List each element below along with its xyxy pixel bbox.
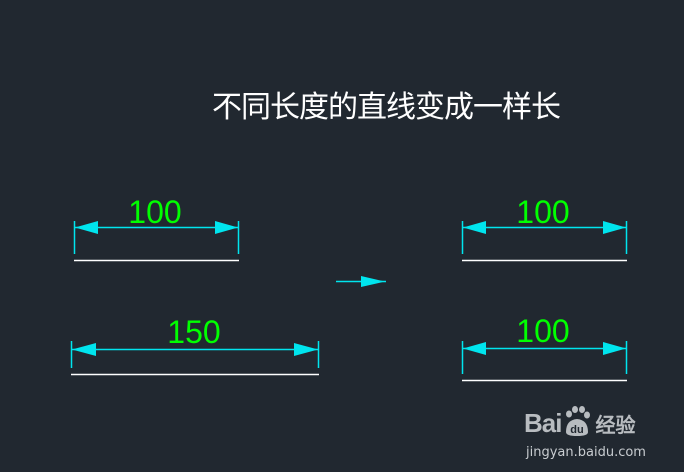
arrowhead-left-icon: [463, 221, 486, 234]
dimension-bottom-right: [461, 341, 628, 382]
svg-text:du: du: [571, 424, 584, 436]
arrowhead-left-icon: [72, 343, 96, 356]
baidu-paw-icon: du: [563, 406, 591, 436]
dimension-bottom-left: [70, 341, 320, 376]
arrowhead-right-icon: [603, 221, 626, 234]
dimension-label-bottom-left: 150: [167, 314, 221, 350]
arrowhead-right-icon: [603, 342, 626, 355]
arrowhead-right-icon: [215, 221, 238, 234]
arrowhead-left-icon: [75, 221, 98, 234]
arrowhead-right-icon: [294, 343, 318, 356]
watermark-brand-bai: Bai: [524, 408, 562, 438]
drawing-title: 不同长度的直线变成一样长: [212, 90, 561, 125]
watermark-brand-cn: 经验: [595, 413, 636, 437]
dimension-label-top-right: 100: [516, 194, 570, 230]
arrowhead-left-icon: [463, 342, 486, 355]
dimension-top-right: [461, 221, 628, 262]
dimension-label-top-left: 100: [128, 194, 182, 230]
baidu-jingyan-watermark: Bai du 经验 jingyan.baidu.com: [524, 398, 674, 468]
transform-arrow-icon: [336, 276, 386, 287]
dimension-label-bottom-right: 100: [516, 313, 570, 349]
watermark-url: jingyan.baidu.com: [526, 445, 646, 460]
dimension-top-left: [73, 221, 240, 262]
